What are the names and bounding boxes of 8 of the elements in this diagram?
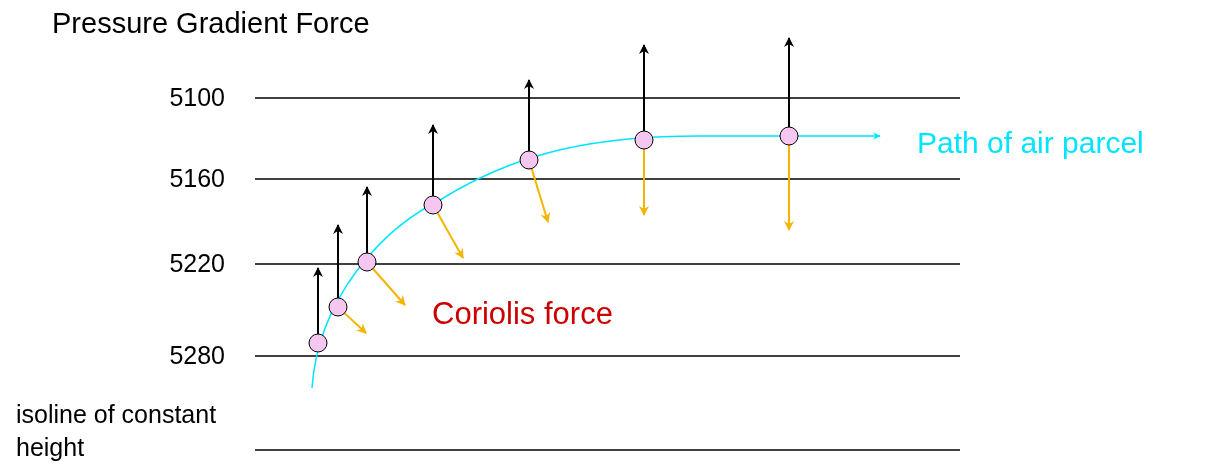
path-label: Path of air parcel — [917, 126, 1144, 159]
height-value: 5220 — [169, 250, 225, 278]
diagram-heading: Pressure Gradient Force — [52, 8, 370, 40]
height-value: 5160 — [169, 165, 225, 193]
isoline-label: isoline of constant height — [16, 399, 218, 463]
height-value: 5280 — [169, 342, 225, 370]
height-value: 5100 — [169, 84, 225, 112]
force-label: Coriolis force — [432, 297, 613, 332]
